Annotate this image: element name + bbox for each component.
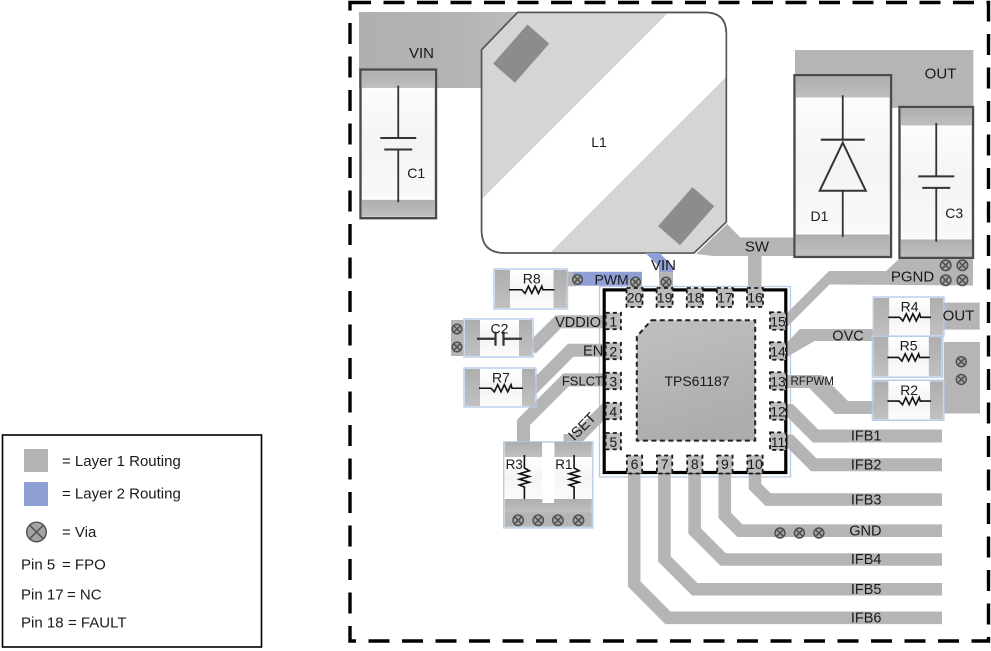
svg-text:TPS61187: TPS61187 [664, 373, 729, 389]
svg-text:VIN: VIN [409, 45, 434, 62]
svg-text:SW: SW [745, 239, 770, 256]
svg-text:Pin 5: Pin 5 [21, 557, 55, 574]
svg-text:8: 8 [691, 456, 699, 472]
svg-text:FSLCT: FSLCT [562, 374, 603, 389]
svg-text:16: 16 [747, 289, 763, 305]
svg-text:IFB3: IFB3 [851, 492, 882, 508]
svg-text:Pin 17: Pin 17 [21, 587, 64, 604]
svg-text:GND: GND [849, 524, 881, 540]
svg-text:C2: C2 [491, 321, 509, 337]
svg-text:14: 14 [770, 344, 786, 360]
svg-text:18: 18 [687, 289, 703, 305]
svg-text:EN: EN [583, 343, 603, 359]
svg-text:IFB1: IFB1 [851, 429, 882, 445]
svg-text:R2: R2 [900, 382, 918, 398]
svg-text:7: 7 [661, 456, 669, 472]
svg-text:IFB2: IFB2 [851, 458, 882, 474]
svg-text:IFB6: IFB6 [851, 611, 882, 627]
svg-text:VDDIO: VDDIO [555, 315, 601, 331]
svg-text:9: 9 [721, 456, 729, 472]
svg-text:= FAULT: = FAULT [68, 615, 127, 632]
svg-text:= Layer 2 Routing: = Layer 2 Routing [62, 486, 181, 503]
svg-text:OUT: OUT [943, 308, 975, 325]
svg-text:11: 11 [771, 434, 786, 450]
svg-text:C1: C1 [407, 165, 425, 181]
svg-text:PGND: PGND [891, 269, 935, 286]
svg-text:R8: R8 [523, 271, 541, 287]
svg-text:IFB5: IFB5 [851, 582, 882, 598]
svg-text:19: 19 [657, 289, 673, 305]
svg-text:L1: L1 [591, 134, 607, 150]
svg-text:10: 10 [747, 456, 763, 472]
svg-text:RFPWM: RFPWM [791, 376, 834, 388]
svg-text:12: 12 [770, 404, 786, 420]
svg-text:R7: R7 [492, 370, 510, 386]
svg-text:OVC: OVC [832, 329, 863, 345]
svg-text:C3: C3 [945, 205, 963, 221]
svg-text:VIN: VIN [651, 257, 676, 274]
svg-text:5: 5 [609, 434, 617, 450]
svg-text:= Layer 1 Routing: = Layer 1 Routing [62, 453, 181, 470]
svg-text:4: 4 [609, 404, 617, 420]
svg-text:OUT: OUT [925, 66, 957, 83]
svg-text:= NC: = NC [67, 587, 102, 604]
svg-text:Pin 18: Pin 18 [21, 615, 64, 632]
svg-text:R5: R5 [900, 338, 918, 354]
svg-text:2: 2 [609, 344, 617, 360]
svg-text:R3: R3 [506, 457, 523, 472]
svg-text:6: 6 [631, 456, 639, 472]
svg-text:15: 15 [770, 314, 786, 330]
svg-text:R4: R4 [901, 299, 919, 315]
svg-text:R1: R1 [555, 457, 572, 472]
svg-text:13: 13 [770, 374, 786, 390]
svg-text:= Via: = Via [62, 524, 97, 541]
svg-text:17: 17 [717, 289, 733, 305]
svg-text:20: 20 [627, 289, 643, 305]
svg-text:IFB4: IFB4 [851, 552, 882, 568]
svg-text:D1: D1 [811, 208, 829, 224]
svg-text:PWM: PWM [595, 272, 629, 288]
svg-text:1: 1 [609, 314, 617, 330]
svg-text:= FPO: = FPO [62, 557, 106, 574]
svg-text:3: 3 [609, 374, 617, 390]
